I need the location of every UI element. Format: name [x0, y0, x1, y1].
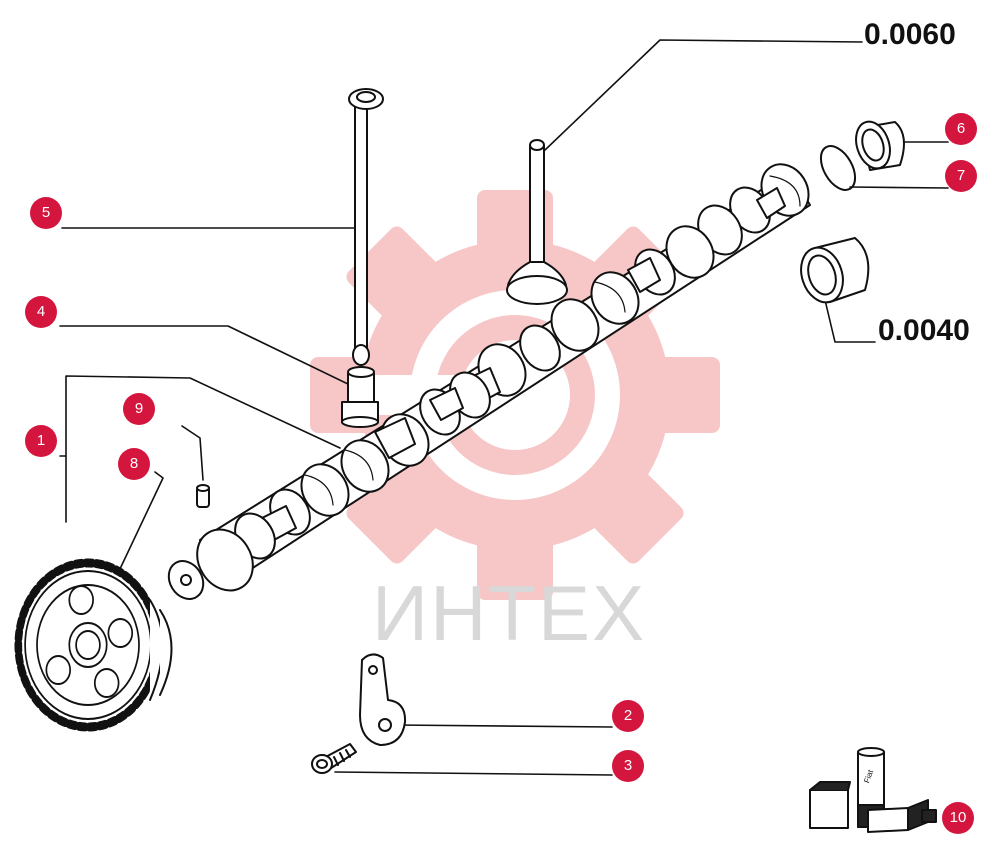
leader-4	[59, 325, 351, 386]
bolt	[311, 743, 357, 774]
leader-9	[181, 425, 204, 481]
dowel-pin	[196, 484, 210, 508]
valve	[506, 139, 568, 305]
bushing	[800, 237, 870, 304]
leader-0060	[544, 39, 863, 151]
leader-7	[849, 186, 949, 189]
watermark-text: ИНТЕХ	[372, 569, 647, 657]
leader-8	[109, 471, 164, 591]
dimension-label-0060: 0.0060	[864, 18, 956, 51]
callout-2: 2	[612, 700, 644, 732]
callout-3: 3	[612, 750, 644, 782]
callout-8: 8	[118, 448, 150, 480]
callout-1: 1	[25, 425, 57, 457]
leader-2	[394, 724, 613, 728]
callout-4: 4	[25, 296, 57, 328]
leader-3	[334, 771, 613, 776]
callout-7: 7	[945, 160, 977, 192]
timing-gear	[14, 558, 173, 732]
thrust-plate	[359, 653, 407, 746]
camshaft	[167, 163, 811, 600]
callout-10: 10	[942, 802, 974, 834]
tappet	[341, 366, 379, 428]
callout-5: 5	[30, 197, 62, 229]
callout-9: 9	[123, 393, 155, 425]
leader-1	[65, 375, 341, 523]
leader-lines	[59, 39, 949, 776]
callout-6: 6	[945, 113, 977, 145]
o-ring	[819, 145, 857, 191]
packaging	[809, 747, 937, 833]
dimension-label-0040: 0.0040	[878, 314, 970, 347]
seal-ring	[855, 120, 905, 171]
push-rod	[348, 88, 384, 366]
leader-0040	[824, 299, 876, 343]
